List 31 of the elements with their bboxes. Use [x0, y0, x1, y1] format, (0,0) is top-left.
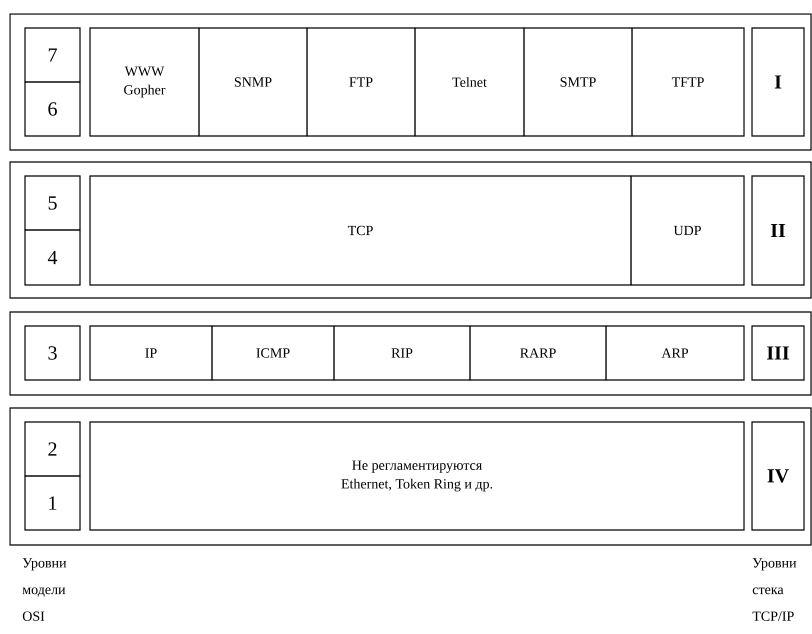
- protocol-box: UDP: [630, 175, 745, 286]
- osi-layer-box: 3: [24, 325, 81, 381]
- stack-layer-box: IV: [751, 421, 805, 531]
- osi-layer-box: 1: [24, 475, 81, 531]
- layer-band: [9, 407, 812, 546]
- protocol-box: RIP: [333, 325, 471, 381]
- osi-layer-box: 5: [24, 175, 81, 231]
- column-caption: Уровни модели OSI: [22, 558, 66, 621]
- stack-layer-box: III: [751, 325, 805, 381]
- protocol-box: SNMP: [198, 27, 308, 137]
- layer-band: [9, 161, 812, 299]
- layer-band: [9, 311, 812, 396]
- protocol-box: SMTP: [523, 27, 633, 137]
- stack-layer-box: I: [751, 27, 805, 137]
- column-caption: Уровни стека TCP/IP: [752, 558, 796, 621]
- protocol-box: RARP: [469, 325, 607, 381]
- protocol-box: WWW Gopher: [89, 27, 200, 137]
- protocol-box: TCP: [89, 175, 632, 286]
- protocol-box: Telnet: [414, 27, 525, 137]
- protocol-box: TFTP: [631, 27, 745, 137]
- protocol-box: Не регламентируются Ethernet, Token Ring и др.: [89, 421, 745, 531]
- osi-layer-box: 4: [24, 229, 81, 286]
- protocol-box: ICMP: [211, 325, 335, 381]
- layer-band: [9, 13, 812, 151]
- osi-layer-box: 2: [24, 421, 81, 477]
- osi-layer-box: 7: [24, 27, 81, 83]
- protocol-box: IP: [89, 325, 213, 381]
- osi-layer-box: 6: [24, 81, 81, 137]
- protocol-box: FTP: [306, 27, 416, 137]
- stack-layer-box: II: [751, 175, 805, 286]
- protocol-box: ARP: [605, 325, 745, 381]
